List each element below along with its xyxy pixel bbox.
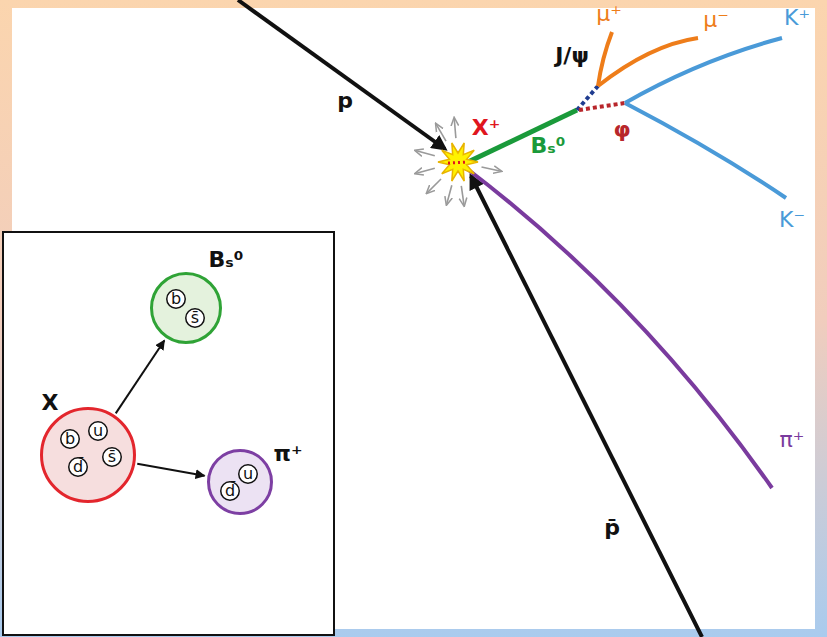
particle-label: p [337,89,353,113]
circle-shape [103,448,122,467]
circle-shape [152,274,221,343]
inset-area: Bₛ⁰ b s̄ Xb u s̄ d̄ π⁺ u d̄ [3,232,334,635]
circle-shape [209,451,272,514]
decay-arrow [116,340,165,413]
muon-track [598,38,698,86]
inset-frame [3,232,334,635]
x-track [448,162,468,163]
quark-circle: s̄ [185,308,205,328]
antiproton-beam [471,176,702,637]
collision-burst [438,143,478,181]
quark-letter: u [93,423,103,439]
particle-label: φ [613,118,630,142]
circle-shape [69,458,88,477]
particle-label: μ⁻ [703,8,729,32]
circle-shape [167,290,186,309]
particle-label: μ⁺ [596,2,622,26]
phi-track [579,103,625,110]
particle-label: K⁻ [779,208,805,232]
particle-circle: Xbus̄d̄ [40,407,136,503]
quark-circle: u [88,421,108,441]
particle-name: π⁺ [273,442,302,466]
quark-circle: b [166,289,186,309]
quark-letter: s̄ [191,310,199,326]
particle-label: X⁺ [472,116,501,140]
circle-shape [239,465,258,484]
quark-letter: b [65,431,75,447]
circle-shape [89,422,108,441]
circle-shape [42,409,135,502]
pion-track [466,168,772,488]
particle-circle: π⁺ud̄ [207,449,273,515]
quark-circle: u [238,464,258,484]
circle-shape [221,482,240,501]
circle-shape [61,430,80,449]
particle-label: π⁺ [780,428,805,452]
decay-arrow [137,464,204,476]
bs-track [468,110,577,162]
particle-label: K⁺ [784,6,810,30]
particle-label: p̄ [604,516,620,540]
particle-label: Bₛ⁰ [531,134,566,158]
kaon-track [625,103,786,198]
quark-circle: d̄ [220,481,240,501]
particle-label: J/ψ [555,44,589,68]
particle-name: X [42,391,59,415]
circle-outline [150,272,222,344]
quark-circle: s̄ [102,447,122,467]
quark-circle: b [60,429,80,449]
quark-letter: u [243,466,253,482]
particle-circle: Bₛ⁰bs̄ [150,272,222,344]
kaon-track [625,38,782,103]
circle-shape [186,309,205,328]
quark-letter: d̄ [225,483,235,499]
particle-name: Bₛ⁰ [209,248,244,272]
quark-letter: b [171,291,181,307]
circle-outline [207,449,273,515]
quark-circle: d̄ [68,457,88,477]
quark-letter: s̄ [108,449,116,465]
quark-letter: d̄ [73,459,83,475]
proton-beam [238,0,445,149]
